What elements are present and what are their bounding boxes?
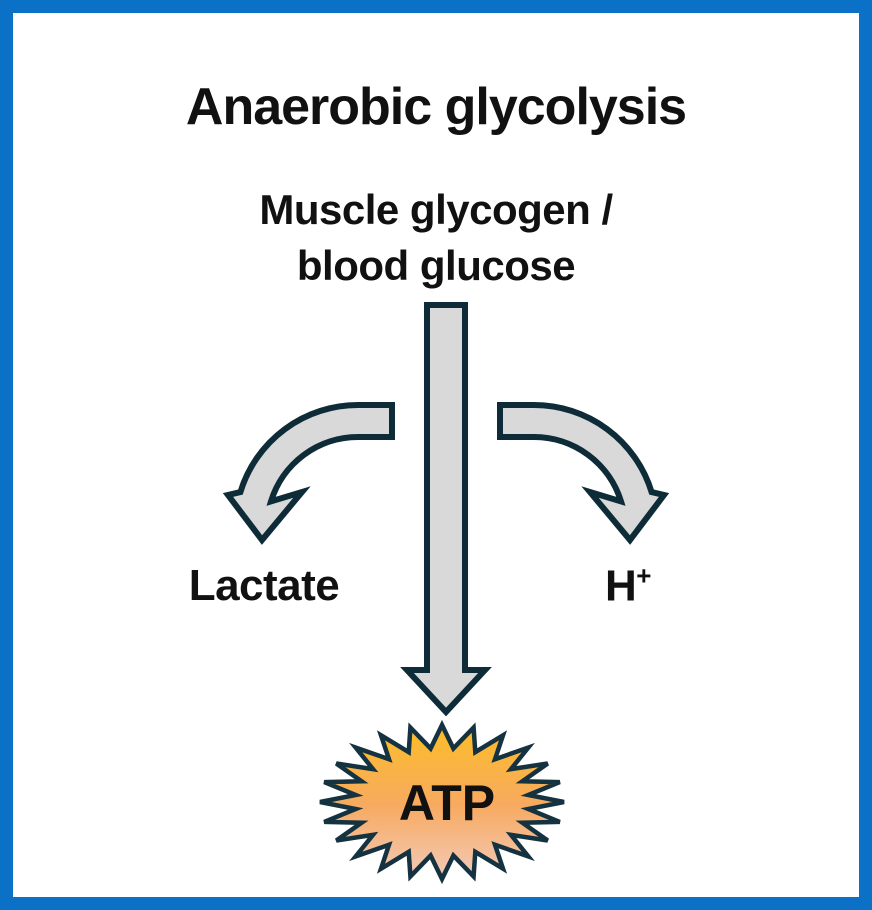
label-h-plus: H+ — [605, 561, 651, 612]
label-h-plus-superscript: + — [636, 560, 651, 591]
label-atp: ATP — [398, 775, 496, 831]
source-label-line2: blood glucose — [296, 242, 576, 289]
source-label: Muscle glycogen / blood glucose — [0, 182, 872, 294]
diagram-title: Anaerobic glycolysis — [185, 78, 687, 136]
source-label-line1: Muscle glycogen / — [259, 186, 613, 233]
curved-arrow-right-icon — [497, 402, 670, 545]
curved-arrow-left-icon — [222, 402, 395, 545]
down-arrow-icon — [400, 302, 492, 717]
label-lactate: Lactate — [188, 561, 340, 610]
label-h-plus-base: H — [605, 561, 637, 611]
starburst-icon — [319, 719, 565, 885]
